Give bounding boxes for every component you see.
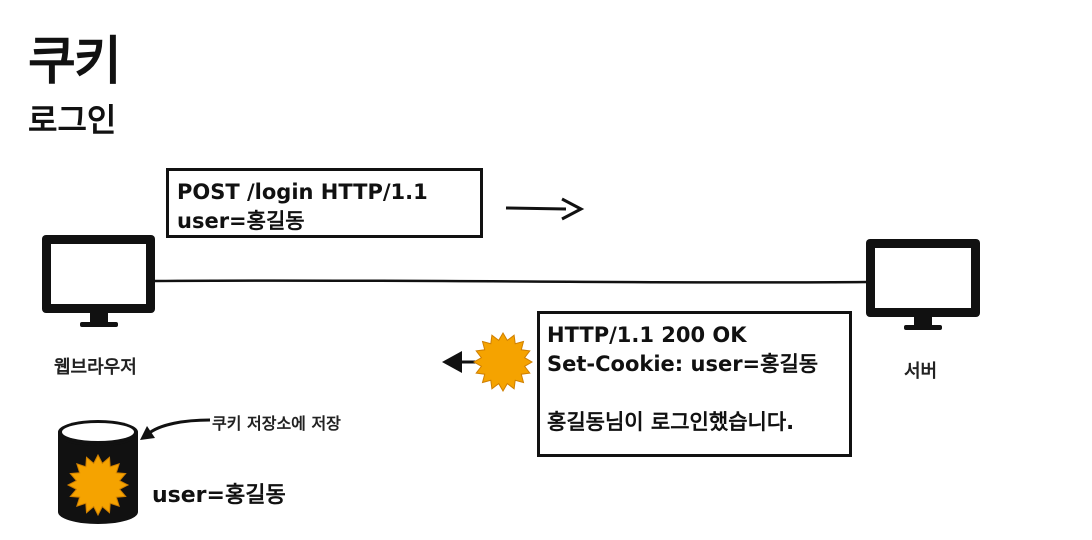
stored-cookie-icon [66,453,130,517]
response-message-box: HTTP/1.1 200 OK Set-Cookie: user=홍길동 홍길동… [537,311,852,457]
response-status-line: HTTP/1.1 200 OK [547,323,747,347]
arrow-right-icon [505,197,585,221]
request-message-box: POST /login HTTP/1.1 user=홍길동 [166,168,483,238]
arrow-left-icon [442,351,478,373]
request-body: user=홍길동 [177,209,305,233]
connection-line [154,279,869,284]
cookie-storage-label: 쿠키 저장소에 저장 [212,414,341,433]
browser-monitor-icon [42,235,155,327]
response-set-cookie-header: Set-Cookie: user=홍길동 [547,352,819,376]
response-body: 홍길동님이 로그인했습니다. [547,410,795,434]
server-label: 서버 [904,361,938,382]
storage-arrow-icon [140,418,211,440]
page-title: 쿠키 [28,32,122,92]
request-line: POST /login HTTP/1.1 [177,180,428,204]
server-monitor-icon [866,239,980,330]
page-subtitle: 로그인 [28,101,117,139]
browser-label: 웹브라우저 [54,357,137,378]
stored-cookie-value: user=홍길동 [152,483,286,508]
cookie-icon [473,332,533,392]
